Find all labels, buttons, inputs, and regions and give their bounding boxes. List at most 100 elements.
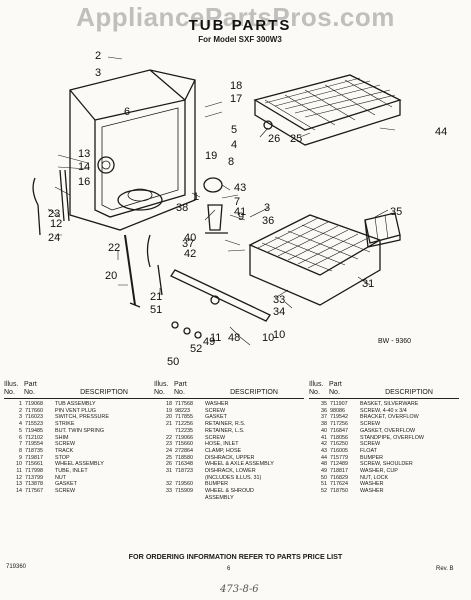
- part-number: 718750: [330, 488, 348, 495]
- header-no: No.: [154, 389, 165, 396]
- part-description: SWITCH, PRESSURE: [55, 414, 109, 421]
- illus-number: 13: [16, 481, 22, 488]
- callout-3: 3: [95, 67, 101, 79]
- callout-4: 4: [231, 139, 237, 151]
- part-description: SCREW: [360, 441, 381, 448]
- header-description: DESCRIPTION: [80, 389, 128, 396]
- illus-number: 5: [19, 427, 22, 434]
- part-description: WASHER: [360, 481, 384, 488]
- header-description: DESCRIPTION: [230, 389, 278, 396]
- callout-18: 18: [230, 80, 242, 92]
- part-number: 712256: [175, 421, 193, 428]
- callout-19: 19: [205, 150, 217, 162]
- illus-number: 49: [321, 468, 327, 475]
- part-description: WASHER, CUP: [360, 468, 398, 475]
- page-title: TUB PARTS: [188, 17, 292, 34]
- part-description: WHEEL ASSEMBLY: [55, 461, 104, 468]
- part-description: (INCLUDES ILLUS. 31): [205, 474, 262, 481]
- illus-number: 12: [16, 474, 22, 481]
- handwritten-note: 473-8-6: [220, 584, 259, 595]
- part-description: BRACKET, OVERFLOW: [360, 414, 419, 421]
- callout-17: 17: [230, 93, 242, 105]
- illus-number: 36: [321, 407, 327, 414]
- illus-number: 40: [321, 427, 327, 434]
- callout-22: 22: [108, 242, 120, 254]
- callout-42: 42: [184, 248, 196, 260]
- illus-number: 21: [166, 421, 172, 428]
- part-description: SCREW, 4-40 x 3/4: [360, 407, 407, 414]
- illus-number: [154, 428, 175, 435]
- part-number: 717567: [25, 488, 43, 495]
- part-description: BUMPER: [205, 481, 229, 488]
- part-number: 717256: [330, 421, 348, 428]
- callout-7: 7: [234, 196, 240, 208]
- illus-number: 48: [321, 461, 327, 468]
- callout-6: 6: [124, 106, 130, 118]
- part-number: 715779: [330, 454, 348, 461]
- illus-number: 7: [19, 441, 22, 448]
- track-bar: [170, 269, 271, 322]
- part-number: 272864: [175, 447, 193, 454]
- illus-number: 2: [19, 407, 22, 414]
- header-no: No.: [4, 389, 15, 396]
- illus-number: 42: [321, 441, 327, 448]
- part-description: BASKET, SILVERWARE: [360, 401, 419, 407]
- illus-number: 11: [16, 468, 22, 475]
- part-number: 719068: [25, 401, 43, 407]
- header-illus: Illus.: [4, 381, 19, 388]
- illus-number: 24: [166, 447, 172, 454]
- part-description: DISHRACK, LOWER: [205, 468, 256, 475]
- part-description: SCREW: [205, 434, 226, 441]
- table-row: ASSEMBLY: [154, 495, 304, 502]
- illus-number: 8: [19, 447, 22, 454]
- part-number: 713799: [25, 474, 43, 481]
- part-description: WHEEL & AXLE ASSEMBLY: [205, 461, 274, 468]
- illus-number: 52: [321, 488, 327, 495]
- part-number: 718735: [25, 447, 43, 454]
- header-illus: Illus.: [309, 381, 324, 388]
- part-description: ASSEMBLY: [205, 494, 234, 501]
- callout-35: 35: [390, 206, 402, 218]
- part-description: WASHER: [360, 488, 384, 495]
- part-description: RETAINER, L.S.: [205, 427, 245, 434]
- illus-number: 3: [19, 414, 22, 421]
- part-number: 716023: [25, 414, 43, 421]
- header-no-2: No.: [174, 389, 185, 396]
- part-number: 718580: [175, 454, 193, 461]
- part-description: SHIM: [55, 434, 69, 441]
- part-description: RETAINER, R.S.: [205, 421, 246, 428]
- ordering-note: FOR ORDERING INFORMATION REFER TO PARTS …: [128, 552, 343, 561]
- illus-number: 18: [166, 401, 172, 407]
- part-number: 716250: [330, 441, 348, 448]
- part-number: 715660: [175, 441, 193, 448]
- part-description: FLOAT: [360, 447, 377, 454]
- illus-number: 10: [16, 461, 22, 468]
- part-description: HOSE, INLET: [205, 441, 239, 448]
- part-description: WHEEL & SHROUD: [205, 488, 254, 495]
- callout-2: 2: [95, 50, 101, 62]
- callout-34: 34: [273, 306, 285, 318]
- illus-number: 9: [19, 454, 22, 461]
- illus-number: 6: [19, 434, 22, 441]
- doc-number: 719360: [6, 564, 27, 570]
- header-part: Part: [174, 381, 187, 388]
